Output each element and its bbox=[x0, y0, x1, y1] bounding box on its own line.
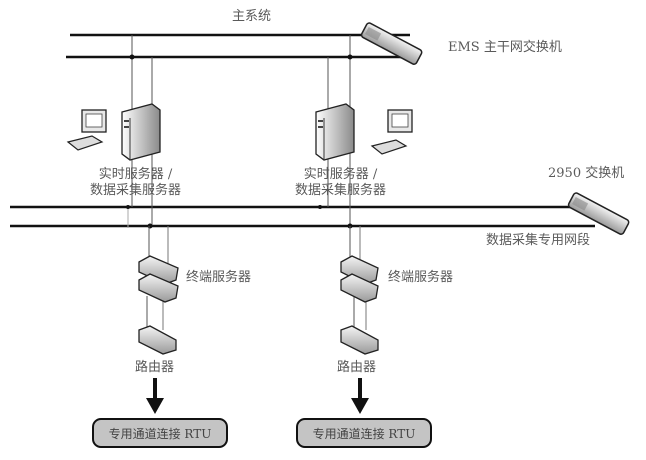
data-bus bbox=[10, 205, 595, 228]
server-2-label-line2: 数据采集服务器 bbox=[295, 183, 387, 198]
server-1-label: 实时服务器 / 数据采集服务器 bbox=[90, 167, 181, 199]
main-system-title: 主系统 bbox=[232, 9, 272, 24]
router-1-label: 路由器 bbox=[135, 360, 175, 375]
router-icon-2 bbox=[340, 325, 379, 355]
router-2-label: 路由器 bbox=[337, 360, 377, 375]
rtu-box-1: 专用通道连接 RTU bbox=[92, 418, 228, 448]
router-icon-1 bbox=[138, 325, 177, 355]
server-tower-icon-2 bbox=[315, 103, 355, 161]
arrow-2 bbox=[351, 378, 369, 414]
switch-2950-icon bbox=[567, 192, 630, 235]
ems-switch-icon bbox=[360, 22, 423, 65]
server-2-label: 实时服务器 / 数据采集服务器 bbox=[295, 167, 386, 199]
terminal-server-icon-1 bbox=[138, 255, 179, 303]
data-segment-label: 数据采集专用网段 bbox=[486, 233, 591, 248]
workstation-icon-1 bbox=[66, 109, 107, 151]
workstation-icon-2 bbox=[370, 109, 413, 155]
arrow-1 bbox=[146, 378, 164, 414]
ems-switch-label: EMS 主干网交换机 bbox=[448, 40, 562, 55]
server-tower-icon-1 bbox=[121, 103, 161, 161]
server-1-label-line1: 实时服务器 / bbox=[98, 167, 173, 182]
terminal-server-2-label: 终端服务器 bbox=[388, 270, 454, 285]
rtu-1-label: 专用通道连接 RTU bbox=[108, 426, 212, 441]
rtu-box-2: 专用通道连接 RTU bbox=[296, 418, 432, 448]
server-2-label-line1: 实时服务器 / bbox=[303, 167, 378, 182]
terminal-server-1-label: 终端服务器 bbox=[186, 270, 252, 285]
terminal-server-icon-2 bbox=[340, 255, 379, 303]
switch-2950-label: 2950 交换机 bbox=[548, 166, 625, 181]
server-1-label-line2: 数据采集服务器 bbox=[90, 183, 182, 198]
main-bus bbox=[66, 33, 420, 59]
rtu-2-label: 专用通道连接 RTU bbox=[312, 426, 416, 441]
